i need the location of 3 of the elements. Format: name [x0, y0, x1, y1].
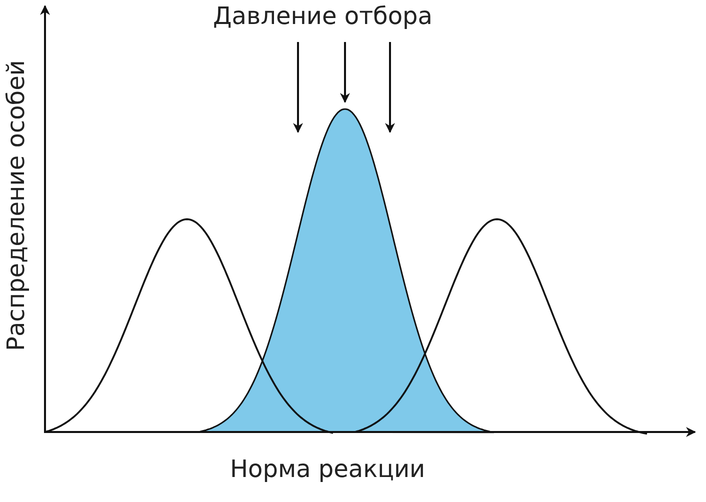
- axis-label: Распределение особей: [2, 60, 30, 350]
- label-text: Давление отбора: [213, 2, 432, 30]
- axis-label: Норма реакции: [230, 455, 426, 483]
